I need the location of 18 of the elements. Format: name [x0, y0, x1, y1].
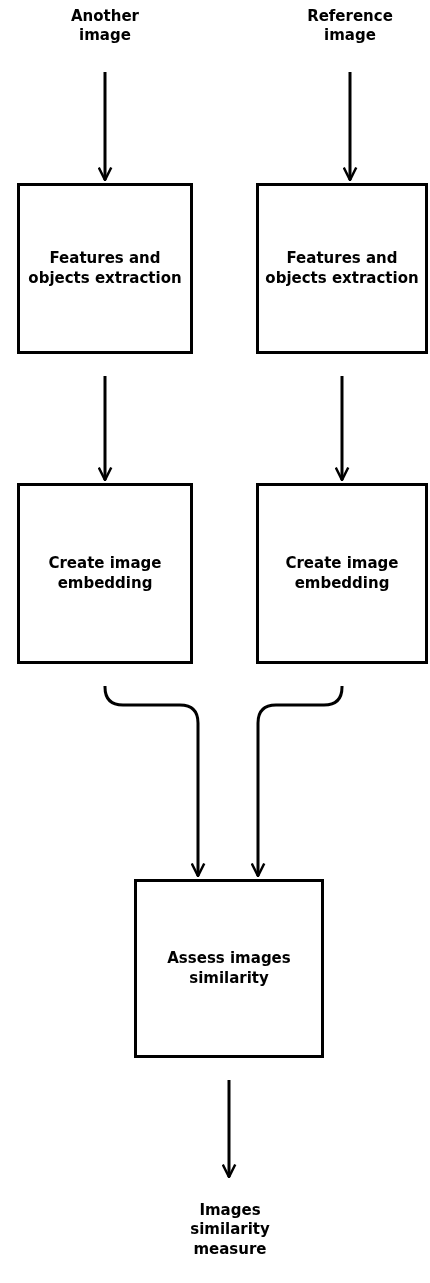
flow-label: Reference image	[306, 6, 394, 46]
arrow	[334, 376, 350, 482]
process-box	[17, 183, 193, 354]
box-label: Features and objects extraction	[27, 249, 183, 288]
process-box	[256, 183, 428, 354]
arrow	[97, 72, 113, 182]
flow-label: Another image	[70, 6, 140, 46]
flow-label: Images similarity measure	[189, 1200, 271, 1260]
process-box	[17, 483, 193, 664]
box-label: Features and objects extraction	[264, 249, 420, 288]
arrow	[97, 376, 113, 482]
box-label: Create image embedding	[284, 554, 400, 593]
process-box	[256, 483, 428, 664]
process-box	[134, 879, 324, 1058]
box-label: Create image embedding	[47, 554, 163, 593]
arrow	[221, 1080, 237, 1179]
arrow	[342, 72, 358, 182]
box-label: Assess images similarity	[166, 949, 292, 988]
